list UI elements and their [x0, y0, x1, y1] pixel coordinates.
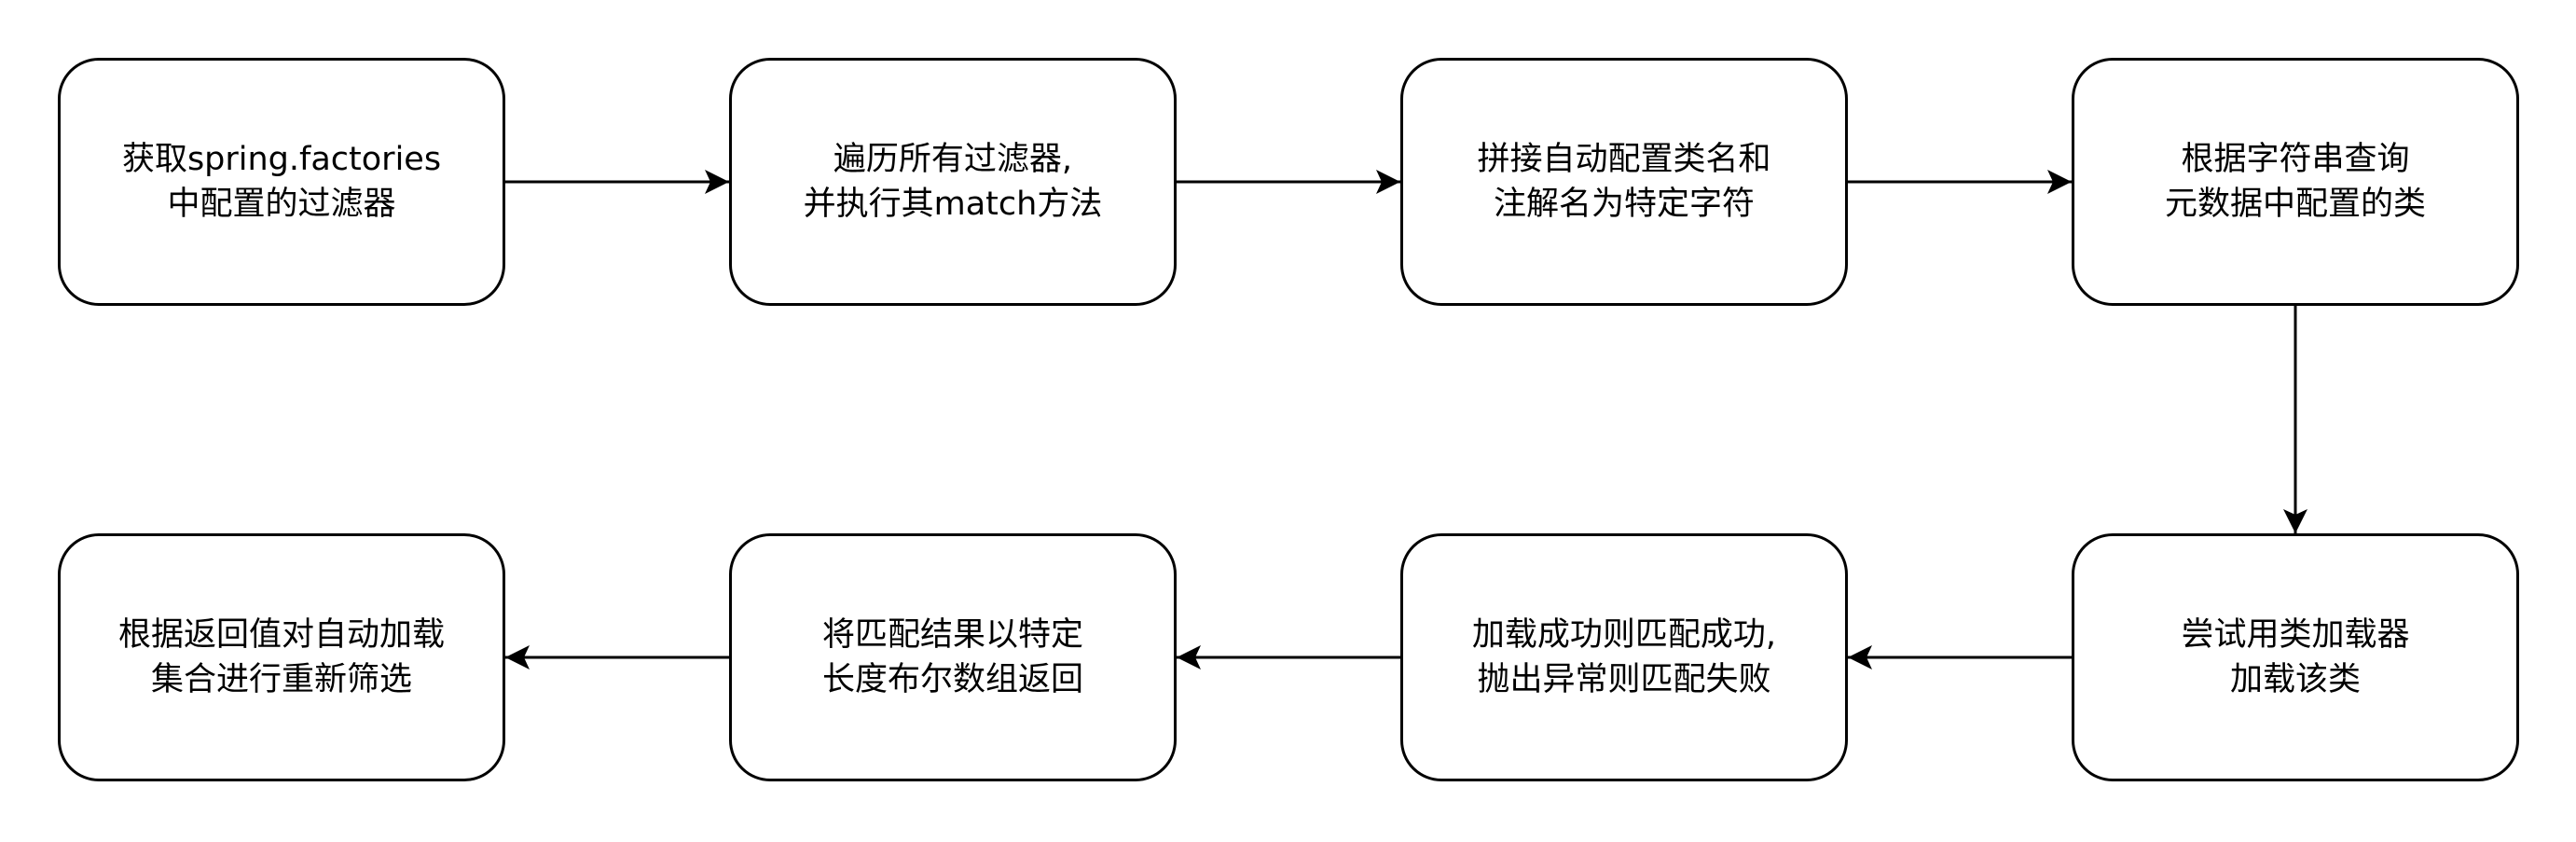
- step-node-7-line-2: 长度布尔数组返回: [821, 661, 1083, 698]
- step-node-8: 根据返回值对自动加载 集合进行重新筛选: [58, 533, 505, 781]
- arrowhead-n3-n4: [2047, 170, 2072, 194]
- step-node-6: 加载成功则匹配成功, 抛出异常则匹配失败: [1400, 533, 1848, 781]
- step-node-3-line-1: 拼接自动配置类名和: [1477, 141, 1771, 178]
- step-node-6-line-1: 加载成功则匹配成功,: [1471, 616, 1777, 654]
- arrowhead-n1-n2: [705, 170, 729, 194]
- step-node-5: 尝试用类加载器 加载该类: [2072, 533, 2519, 781]
- step-node-3: 拼接自动配置类名和 注解名为特定字符: [1400, 58, 1848, 306]
- step-node-5-line-1: 尝试用类加载器: [2181, 616, 2410, 654]
- step-node-4-line-1: 根据字符串查询: [2181, 141, 2410, 178]
- step-node-3-line-2: 注解名为特定字符: [1493, 186, 1755, 223]
- step-node-2-line-2: 并执行其match方法: [803, 186, 1103, 223]
- step-node-8-line-2: 集合进行重新筛选: [150, 661, 412, 698]
- step-node-1-line-2: 中配置的过滤器: [167, 186, 396, 223]
- step-node-2: 遍历所有过滤器, 并执行其match方法: [729, 58, 1177, 306]
- step-node-1: 获取spring.factories 中配置的过滤器: [58, 58, 505, 306]
- arrowhead-n4-n5: [2283, 509, 2307, 533]
- step-node-7-line-1: 将匹配结果以特定: [821, 616, 1083, 654]
- step-node-1-line-1: 获取spring.factories: [121, 141, 442, 178]
- step-node-8-line-1: 根据返回值对自动加载: [117, 616, 445, 654]
- step-node-5-line-2: 加载该类: [2229, 661, 2361, 698]
- arrowhead-n2-n3: [1376, 170, 1400, 194]
- step-node-4: 根据字符串查询 元数据中配置的类: [2072, 58, 2519, 306]
- step-node-6-line-2: 抛出异常则匹配失败: [1477, 661, 1771, 698]
- arrowhead-n7-n8: [505, 645, 530, 669]
- step-node-7: 将匹配结果以特定 长度布尔数组返回: [729, 533, 1177, 781]
- step-node-2-line-1: 遍历所有过滤器,: [833, 141, 1073, 178]
- arrowhead-n6-n7: [1177, 645, 1201, 669]
- arrowhead-n5-n6: [1848, 645, 1872, 669]
- step-node-4-line-2: 元数据中配置的类: [2164, 186, 2426, 223]
